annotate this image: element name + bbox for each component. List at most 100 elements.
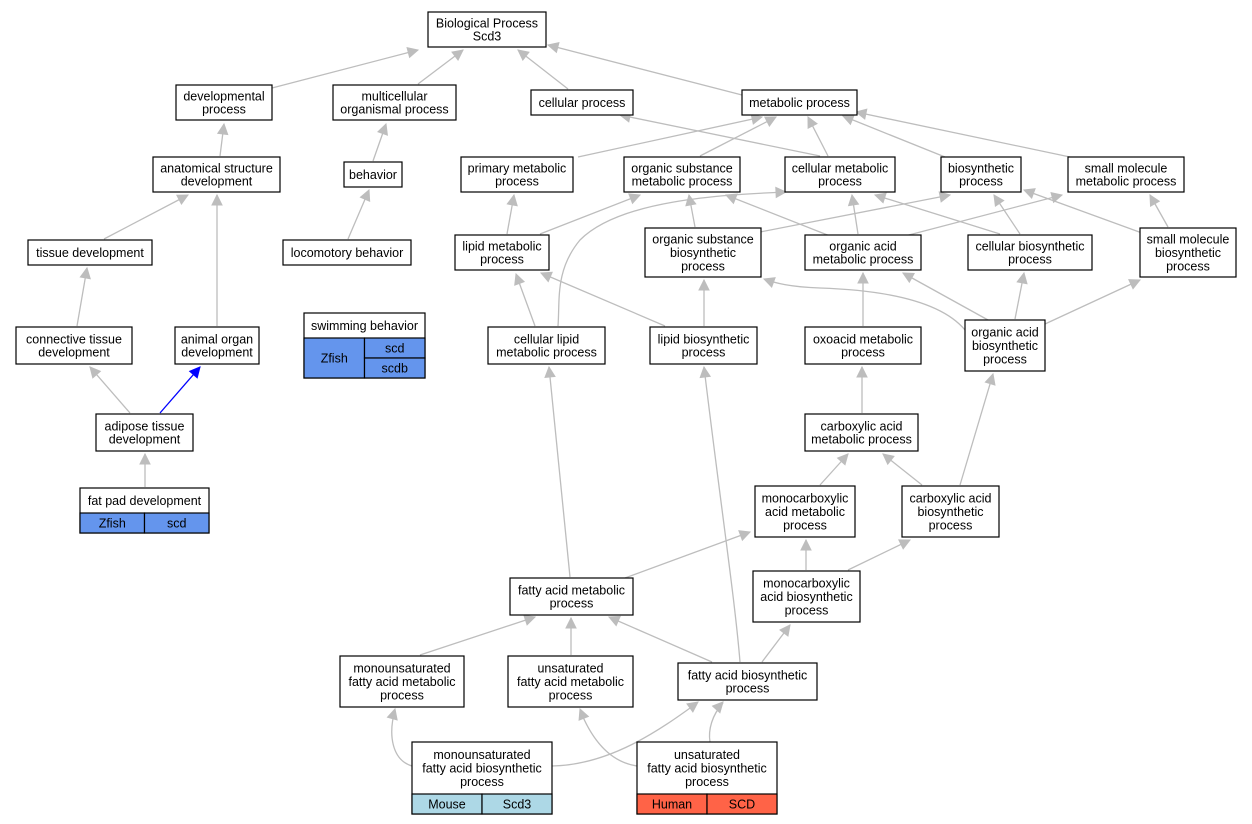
go-term-behavior[interactable]: behavior [343, 161, 403, 188]
gene-cell[interactable] [481, 793, 553, 815]
term-label-line: organismal process [340, 103, 448, 117]
edge-line [579, 709, 638, 767]
edge-monocarboxylic-acid-metabolic-process-to-carboxylic-acid-metabolic-process [819, 453, 849, 486]
edge-small-molecule-metabolic-process-to-metabolic-process [854, 108, 1071, 158]
edge-monounsaturated-fatty-acid-biosynthetic-process-to-fatty-acid-biosynthetic-process [551, 701, 699, 767]
gene-label: scd [167, 517, 187, 531]
edge-line [703, 366, 741, 663]
edge-monocarboxylic-acid-biosynthetic-process-to-carboxylic-acid-biosynthetic-process [847, 539, 912, 571]
arrowhead [211, 193, 223, 206]
edge-line [539, 194, 641, 235]
edge-line [902, 272, 989, 321]
term-label-line: process [726, 682, 770, 696]
term-label-line: process [380, 688, 424, 702]
term-label-line: cellular lipid [514, 332, 579, 346]
term-label-line: fatty acid biosynthetic [688, 668, 808, 682]
term-label-line: process [460, 775, 504, 789]
gene-cell[interactable] [363, 357, 426, 379]
gene-cell[interactable] [143, 512, 210, 534]
arrowhead [898, 539, 912, 550]
term-box [339, 655, 465, 708]
arrowhead [607, 615, 621, 627]
arrowhead [984, 372, 996, 386]
term-label-line: process [681, 259, 725, 273]
edge-connective-tissue-development-to-tissue-development [76, 266, 91, 327]
graph-edges [76, 41, 1169, 767]
edge-line [874, 194, 1001, 235]
term-label-line: development [109, 433, 181, 447]
edge-lipid-metabolic-process-to-organic-substance-metabolic-process [539, 193, 642, 235]
arrowhead [216, 122, 229, 136]
term-label-line: process [1008, 253, 1052, 267]
arrowhead [699, 365, 712, 379]
edge-line [419, 616, 536, 656]
term-label-line: monounsaturated [433, 748, 530, 762]
arrowhead [902, 272, 915, 284]
arrowhead [377, 122, 388, 136]
edge-carboxylic-acid-biosynthetic-process-to-organic-acid-biosynthetic-process [959, 372, 996, 486]
edge-line [619, 114, 821, 157]
edge-biosynthetic-process-to-metabolic-process [841, 114, 946, 158]
term-label-line: anatomical structure [160, 161, 273, 175]
edge-monocarboxylic-acid-biosynthetic-process-to-monocarboxylic-acid-metabolic-process [800, 538, 812, 570]
term-box [623, 156, 741, 193]
term-box [454, 234, 550, 271]
go-term-cellular-process[interactable]: cellular process [530, 89, 634, 116]
term-label-line: process [1166, 259, 1210, 273]
go-term-tissue-development[interactable]: tissue development [27, 239, 153, 266]
arrowhead [854, 108, 868, 120]
go-term-metabolic-process[interactable]: metabolic process [741, 89, 858, 116]
term-label-line: monocarboxylic [763, 577, 850, 591]
arrowhead [775, 186, 788, 199]
arrowhead [176, 194, 189, 206]
term-label-line: fatty acid metabolic [518, 583, 625, 597]
term-label-line: fatty acid biosynthetic [647, 762, 767, 776]
arrowhead [565, 616, 577, 629]
edge-metabolic-process-to-root [546, 41, 743, 96]
arrowhead [847, 193, 860, 207]
edge-unsaturated-fatty-acid-biosynthetic-process-to-unsaturated-fatty-acid-metabolic-process [578, 707, 638, 767]
gene-cell[interactable] [706, 793, 778, 815]
edge-monounsaturated-fatty-acid-metabolic-process-to-fatty-acid-metabolic-process [419, 614, 537, 656]
go-term-locomotory-behavior[interactable]: locomotory behavior [282, 239, 412, 266]
term-label-line: biosynthetic [948, 161, 1014, 175]
arrowhead [841, 114, 855, 126]
term-label-line: carboxylic acid [821, 419, 903, 433]
term-label-line: process [550, 597, 594, 611]
arrowhead [836, 453, 849, 466]
